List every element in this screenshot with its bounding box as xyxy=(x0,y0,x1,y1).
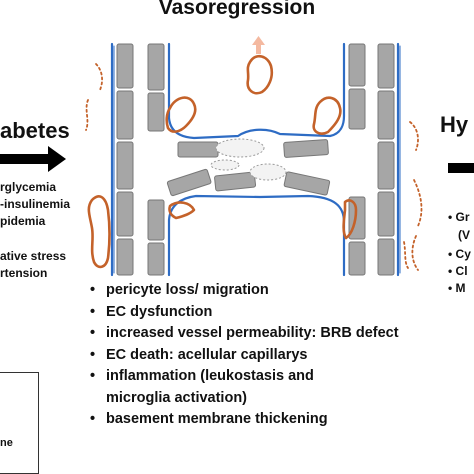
bullet-dot: • xyxy=(90,411,96,427)
pericyte xyxy=(87,195,111,269)
diabetes-heading: abetes xyxy=(0,118,70,143)
hypoxia-heading: Hy xyxy=(440,112,469,137)
bullet-dot: • xyxy=(90,325,96,341)
migration-arrow xyxy=(252,36,265,54)
capillary-bridge-cells xyxy=(166,139,331,197)
diagram-title: Vasoregression xyxy=(158,0,316,19)
pericyte xyxy=(168,201,196,220)
right-bullet-3: • Cl xyxy=(448,264,468,278)
bullet-dot: • xyxy=(90,346,96,363)
right-bullet-1: • Gr xyxy=(448,210,470,224)
right-endothelial-column xyxy=(348,43,395,276)
consequence-item: •pericyte loss/ migration xyxy=(88,280,399,302)
hypoxia-arrow xyxy=(448,163,474,173)
consequence-item: •inflammation (leukostasis and xyxy=(88,366,399,388)
pericyte xyxy=(312,96,342,135)
consequence-item: •EC death: acellular capillarys xyxy=(88,345,399,367)
condition-oxidative-stress: ative stress xyxy=(0,249,67,263)
pericyte xyxy=(165,96,197,133)
consequence-item: •increased vessel permeability: BRB defe… xyxy=(88,323,399,345)
diabetes-arrow xyxy=(0,146,66,172)
consequence-item: •EC dysfunction xyxy=(88,302,399,324)
pericyte xyxy=(342,199,358,240)
condition-hyperinsulinemia: -insulinemia xyxy=(0,197,71,211)
legend-label: ne xyxy=(0,437,13,449)
bullet-dot: • xyxy=(90,303,96,320)
condition-hypertension: rtension xyxy=(0,266,48,280)
degenerated-cells xyxy=(210,138,287,181)
left-endothelial-column xyxy=(116,43,165,276)
consequence-item: •basement membrane thickening xyxy=(88,409,399,431)
right-bullet-1-cont: (V xyxy=(458,228,470,242)
consequence-list: •pericyte loss/ migration •EC dysfunctio… xyxy=(88,280,399,431)
pericytes xyxy=(87,54,358,269)
migrating-pericytes xyxy=(85,63,423,271)
condition-dyslipidemia: pidemia xyxy=(0,214,46,228)
bullet-dot: • xyxy=(90,368,96,384)
consequence-item-continuation: microglia activation) xyxy=(106,389,248,406)
right-bullet-2: • Cy xyxy=(448,247,471,261)
pericyte xyxy=(246,54,274,95)
bullet-dot: • xyxy=(90,282,96,298)
condition-hyperglycemia: rglycemia xyxy=(0,180,57,194)
right-bullet-4: • M xyxy=(448,281,466,295)
